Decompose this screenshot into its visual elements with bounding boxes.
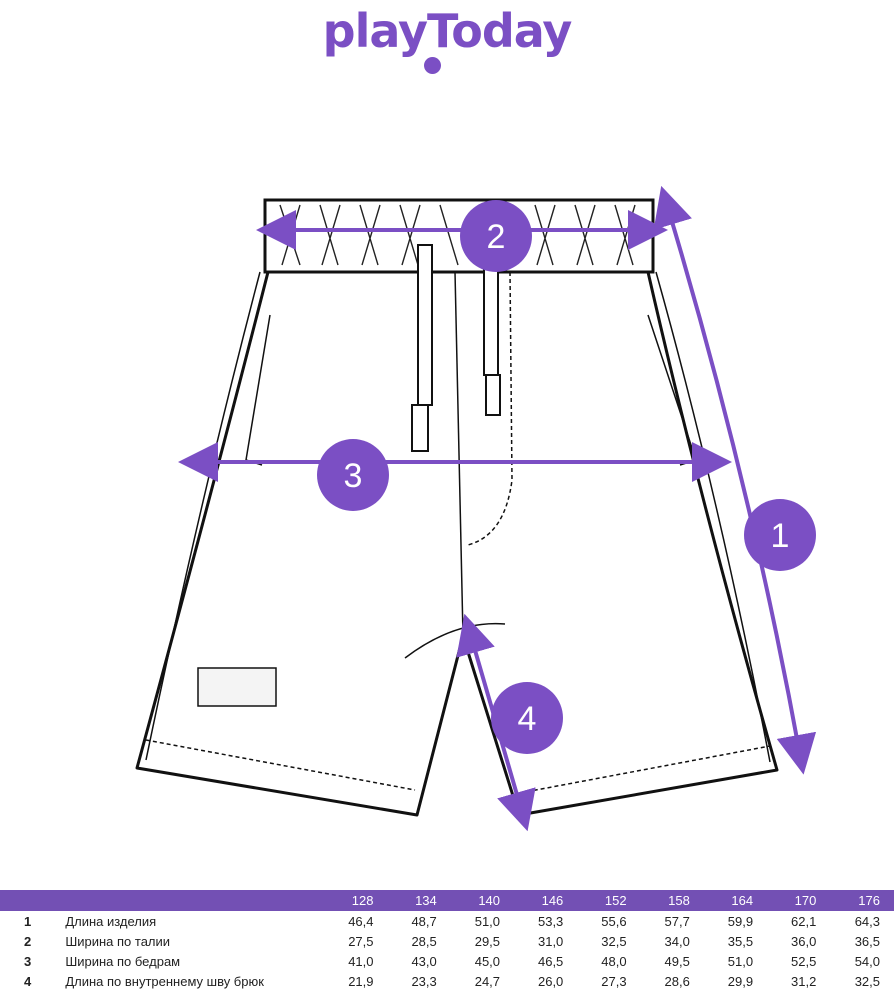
table-cell: 57,7 (664, 913, 690, 929)
table-cell: 28,5 (411, 933, 437, 949)
table-cell: 64,3 (854, 913, 880, 929)
table-cell: 51,0 (727, 953, 754, 969)
table-cell: 48,0 (601, 953, 627, 969)
table-cell: 53,3 (537, 913, 564, 929)
table-cell: 41,0 (348, 953, 374, 969)
size-header: 134 (415, 893, 437, 908)
row-name: Длина по внутреннему шву брюк (65, 973, 264, 989)
table-cell: 24,7 (474, 973, 501, 989)
row-number: 4 (24, 973, 32, 989)
table-cell: 21,9 (348, 973, 374, 989)
table-cell: 36,0 (791, 933, 817, 949)
table-cell: 49,5 (664, 953, 690, 969)
size-header: 128 (351, 893, 374, 908)
svg-text:2: 2 (487, 218, 506, 256)
table-cell: 51,0 (474, 913, 501, 929)
table-cell: 31,0 (537, 933, 564, 949)
size-header-row: 128 134 140 146 152 158 164 170 176 (0, 890, 894, 911)
logo-dot (424, 57, 441, 74)
table-row: 2 Ширина по талии 27,5 28,5 29,5 31,0 32… (0, 931, 894, 951)
size-header: 158 (668, 893, 690, 908)
row-name: Ширина по талии (65, 933, 171, 949)
row-name: Ширина по бедрам (65, 953, 181, 969)
table-cell: 36,5 (854, 933, 880, 949)
table-cell: 34,0 (664, 933, 690, 949)
marker-4: 4 (491, 682, 563, 754)
table-cell: 27,3 (601, 973, 627, 989)
table-cell: 26,0 (537, 973, 564, 989)
table-cell: 29,5 (474, 933, 501, 949)
table-cell: 45,0 (474, 953, 501, 969)
size-header: 176 (858, 893, 880, 908)
svg-text:3: 3 (344, 457, 363, 495)
size-chart-table: 128 134 140 146 152 158 164 170 176 1 Дл… (0, 890, 894, 991)
table-cell: 43,0 (411, 953, 437, 969)
svg-text:1: 1 (771, 517, 790, 555)
row-number: 2 (24, 933, 32, 949)
table-cell: 52,5 (791, 953, 817, 969)
svg-text:4: 4 (518, 700, 537, 738)
table-cell: 46,5 (537, 953, 564, 969)
table-cell: 62,1 (791, 913, 817, 929)
size-header: 140 (478, 893, 501, 908)
table-cell: 35,5 (727, 933, 754, 949)
table-cell: 31,2 (791, 973, 817, 989)
table-cell: 23,3 (411, 973, 437, 989)
table-row: 3 Ширина по бедрам 41,0 43,0 45,0 46,5 4… (0, 951, 894, 971)
label-patch (197, 667, 277, 707)
row-number: 3 (24, 953, 32, 969)
size-header: 146 (541, 893, 564, 908)
table-cell: 55,6 (601, 913, 627, 929)
row-name: Длина изделия (65, 913, 157, 929)
table-cell: 28,6 (664, 973, 690, 989)
table-cell: 46,4 (348, 913, 374, 929)
table-cell: 27,5 (348, 933, 374, 949)
table-cell: 29,9 (727, 973, 754, 989)
table-cell: 59,9 (727, 913, 754, 929)
marker-2: 2 (460, 200, 532, 272)
table-cell: 48,7 (411, 913, 437, 929)
table-cell: 54,0 (854, 953, 880, 969)
measure-line-1 (653, 185, 817, 775)
table-row: 4 Длина по внутреннему шву брюк 21,9 23,… (0, 971, 894, 991)
marker-3: 3 (317, 439, 389, 511)
table-cell: 32,5 (601, 933, 627, 949)
table-cell: 32,5 (854, 973, 880, 989)
size-header: 170 (794, 893, 817, 908)
brand-logo: playToday (322, 4, 573, 58)
table-row: 1 Длина изделия 46,4 48,7 51,0 53,3 55,6… (0, 911, 894, 931)
size-header: 152 (604, 893, 627, 908)
marker-1: 1 (744, 499, 816, 571)
size-header: 164 (731, 893, 754, 908)
shorts-technical-drawing: 2 3 1 4 (135, 185, 817, 832)
row-number: 1 (24, 913, 32, 929)
